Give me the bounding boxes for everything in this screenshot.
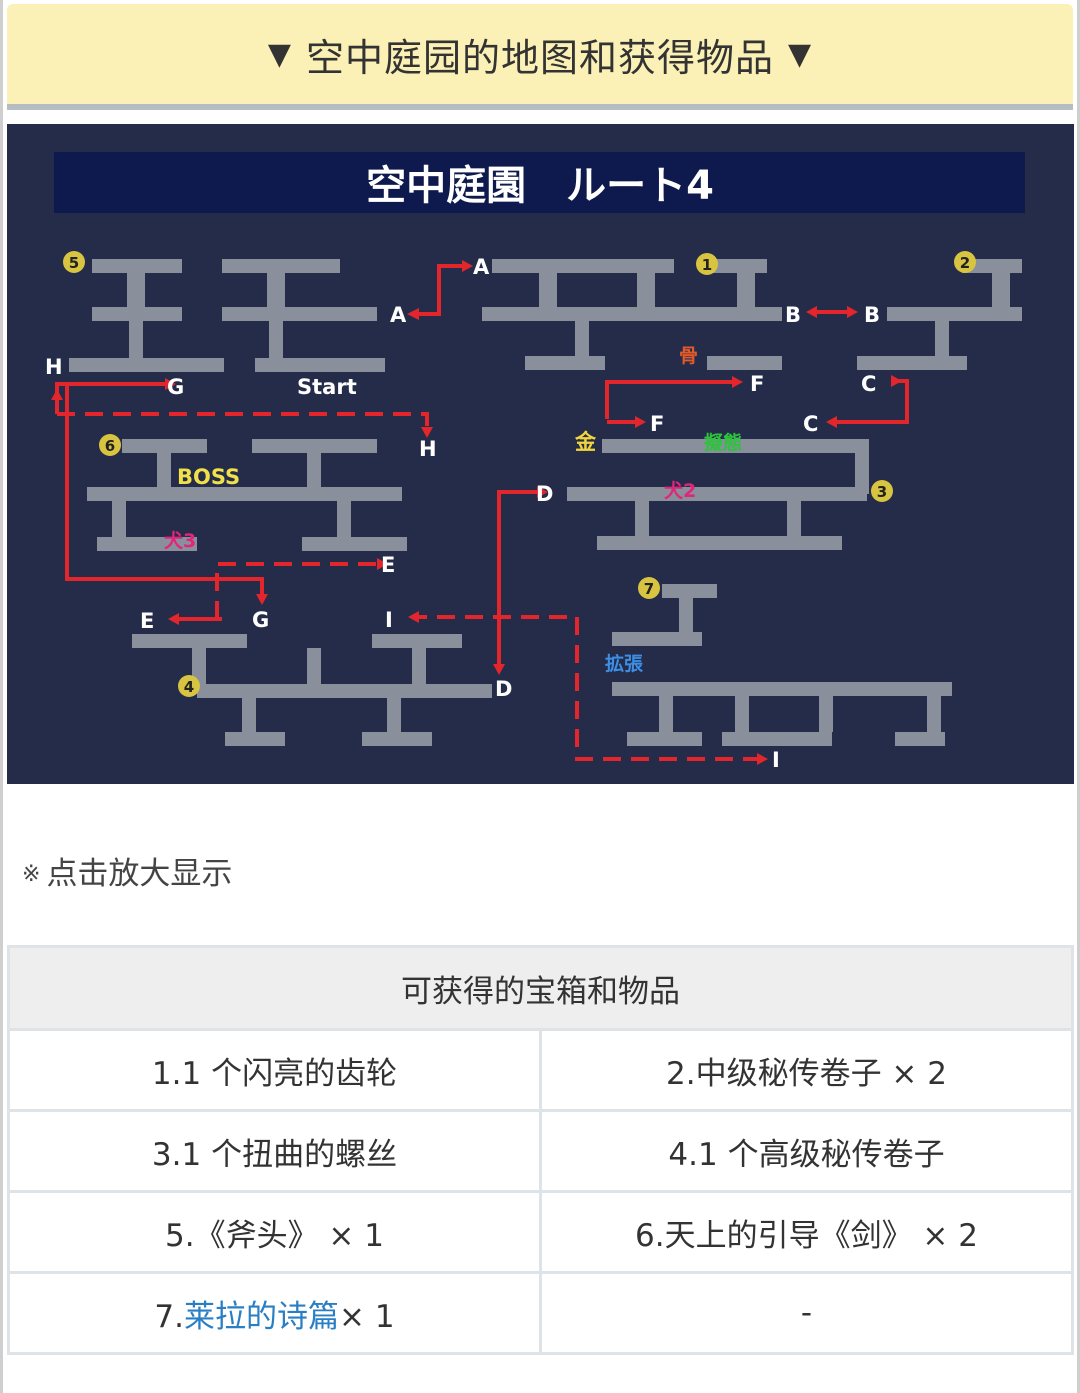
svg-text:7: 7: [644, 580, 654, 598]
triangle-down-icon: ▼: [788, 36, 813, 72]
items-table: 可获得的宝箱和物品 1.1 个闪亮的齿轮 2.中级秘传卷子 × 2 3.1 个扭…: [7, 945, 1074, 1355]
label-F: F: [750, 372, 764, 396]
label-F: F: [650, 412, 664, 436]
table-cell: 1.1 个闪亮的齿轮: [7, 1028, 542, 1112]
table-cell: 6.天上的引导《剑》 × 2: [539, 1190, 1074, 1274]
route-letters: A A B B C C D D E E F F G G H H I I Star…: [45, 255, 880, 772]
section-title-text: 空中庭园的地图和获得物品: [305, 35, 774, 80]
table-cell: 4.1 个高级秘传卷子: [539, 1109, 1074, 1193]
table-cell: -: [539, 1271, 1074, 1355]
svg-text:6: 6: [105, 437, 115, 455]
left-border: [0, 0, 3, 1393]
table-cell: 3.1 个扭曲的螺丝: [7, 1109, 542, 1193]
section-title: ▼ 空中庭园的地图和获得物品 ▼: [7, 4, 1073, 110]
chest-marker-5-icon: 5: [63, 251, 85, 273]
chest-marker-3-icon: 3: [871, 480, 893, 502]
label-I: I: [772, 748, 780, 772]
item-link[interactable]: 莱拉的诗篇: [184, 1298, 339, 1335]
route-lines: [55, 264, 909, 761]
gold-chest-label: 金: [574, 430, 597, 454]
dog3-label: 犬3: [164, 529, 196, 552]
table-cell: 7.莱拉的诗篇× 1: [7, 1271, 542, 1355]
zoom-note: ※点击放大显示: [22, 848, 232, 893]
table-row: 3.1 个扭曲的螺丝 4.1 个高级秘传卷子: [7, 1109, 1074, 1193]
boss-label: BOSS: [177, 465, 240, 489]
table-row: 7.莱拉的诗篇× 1 -: [7, 1271, 1074, 1355]
table-header-row: 可获得的宝箱和物品: [7, 945, 1074, 1031]
dungeon-map-image[interactable]: 空中庭園 ルート4: [7, 124, 1074, 784]
svg-text:2: 2: [960, 254, 970, 272]
chest-markers: 5 1 2 6 3: [63, 251, 976, 697]
label-H: H: [419, 437, 437, 461]
route-arrowheads: [51, 260, 902, 765]
label-E: E: [381, 553, 395, 577]
svg-text:5: 5: [69, 254, 79, 272]
triangle-down-icon: ▼: [267, 36, 292, 72]
label-A: A: [473, 255, 490, 279]
label-C: C: [803, 412, 818, 436]
label-B: B: [785, 303, 801, 327]
chest-marker-7-icon: 7: [638, 577, 660, 599]
label-I: I: [385, 608, 393, 632]
label-A: A: [390, 303, 407, 327]
item-quantity: × 1: [339, 1298, 395, 1335]
table-row: 5.《斧头》 × 1 6.天上的引导《剑》 × 2: [7, 1190, 1074, 1274]
chest-marker-2-icon: 2: [954, 251, 976, 273]
special-labels: BOSS 金 骨 擬態 犬2 犬3 拡張: [164, 345, 742, 675]
chest-marker-6-icon: 6: [99, 434, 121, 456]
dog2-label: 犬2: [664, 479, 696, 502]
table-header: 可获得的宝箱和物品: [7, 945, 1074, 1031]
mimic-label: 擬態: [704, 431, 742, 454]
table-row: 1.1 个闪亮的齿轮 2.中级秘传卷子 × 2: [7, 1028, 1074, 1112]
label-G: G: [167, 375, 184, 399]
zoom-note-text: 点击放大显示: [46, 856, 233, 892]
expand-label: 拡張: [605, 652, 644, 675]
svg-text:3: 3: [877, 483, 887, 501]
reference-mark: ※: [22, 862, 41, 887]
item-number: 7.: [154, 1298, 184, 1335]
table-cell: 5.《斧头》 × 1: [7, 1190, 542, 1274]
right-border: [1077, 0, 1080, 1393]
chest-marker-1-icon: 1: [696, 253, 718, 275]
label-H: H: [45, 355, 63, 379]
label-D: D: [536, 482, 553, 506]
table-cell: 2.中级秘传卷子 × 2: [539, 1028, 1074, 1112]
label-start: Start: [297, 375, 357, 399]
chest-marker-4-icon: 4: [178, 675, 200, 697]
label-B: B: [864, 303, 880, 327]
label-E: E: [140, 609, 154, 633]
svg-text:1: 1: [702, 256, 712, 274]
map-banner-text: 空中庭園 ルート4: [366, 163, 714, 209]
map-banner: [54, 152, 1025, 213]
bone-label: 骨: [679, 345, 698, 367]
label-D: D: [495, 677, 512, 701]
dungeon-map: 空中庭園 ルート4: [45, 152, 1025, 772]
label-C: C: [861, 372, 876, 396]
svg-text:4: 4: [184, 678, 194, 696]
label-G: G: [252, 608, 269, 632]
